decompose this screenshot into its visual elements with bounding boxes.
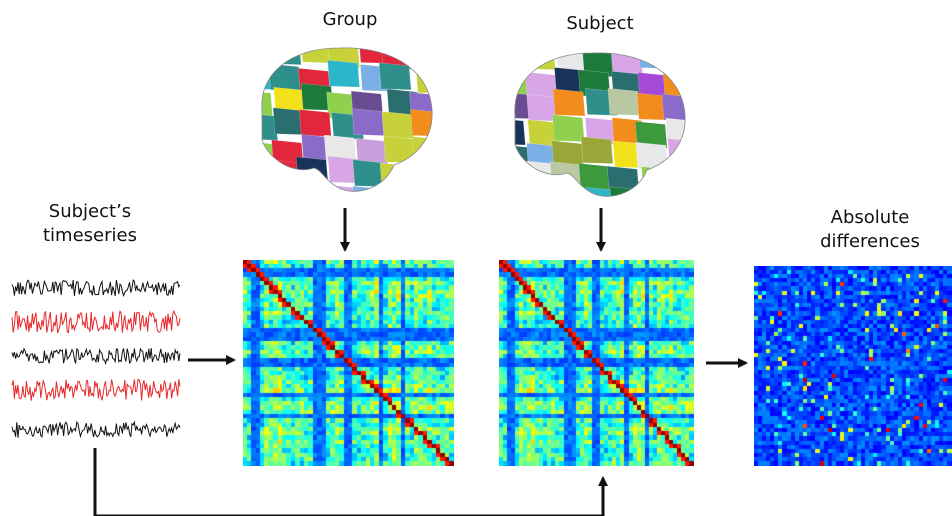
absolute-differences-label-line2: differences — [820, 231, 920, 252]
brain-outline — [261, 47, 433, 192]
timeseries-label-line2: timeseries — [43, 225, 137, 246]
group-parcellation-brain — [261, 47, 433, 192]
timeseries-label: Subject’s timeseries — [15, 200, 165, 248]
group-label: Group — [322, 9, 378, 30]
brain-parcel — [665, 117, 686, 146]
subject-label: Subject — [566, 13, 634, 34]
brain-parcel — [514, 117, 526, 146]
absolute-differences-label: Absolute differences — [790, 206, 950, 254]
subject-parcellation-brain — [514, 52, 686, 197]
timeseries-trace-4 — [11, 378, 181, 401]
arrows — [93, 208, 748, 516]
arrow-timeseries-to-subject-matrix — [93, 448, 608, 516]
timeseries-traces — [11, 279, 181, 439]
brain-outline — [514, 52, 686, 197]
group-connectivity-matrix — [243, 260, 454, 466]
brain-parcel — [552, 88, 586, 117]
brain-parcel — [261, 112, 279, 141]
brain-parcel — [634, 121, 668, 149]
timeseries-trace-2 — [11, 309, 181, 334]
brain-parcel — [327, 59, 360, 88]
brain-parcel — [378, 62, 412, 91]
timeseries-trace-1 — [11, 279, 181, 298]
brain-parcel — [410, 109, 433, 137]
brain-parcel — [580, 136, 614, 164]
subject-connectivity-matrix — [499, 260, 694, 466]
absolute-differences-label-line1: Absolute — [830, 207, 910, 228]
absolute-difference-matrix — [754, 266, 952, 466]
brain-parcel — [325, 184, 358, 192]
timeseries-trace-3 — [11, 347, 181, 366]
timeseries-label-line1: Subject’s — [48, 201, 132, 222]
timeseries-trace-5 — [11, 420, 181, 439]
